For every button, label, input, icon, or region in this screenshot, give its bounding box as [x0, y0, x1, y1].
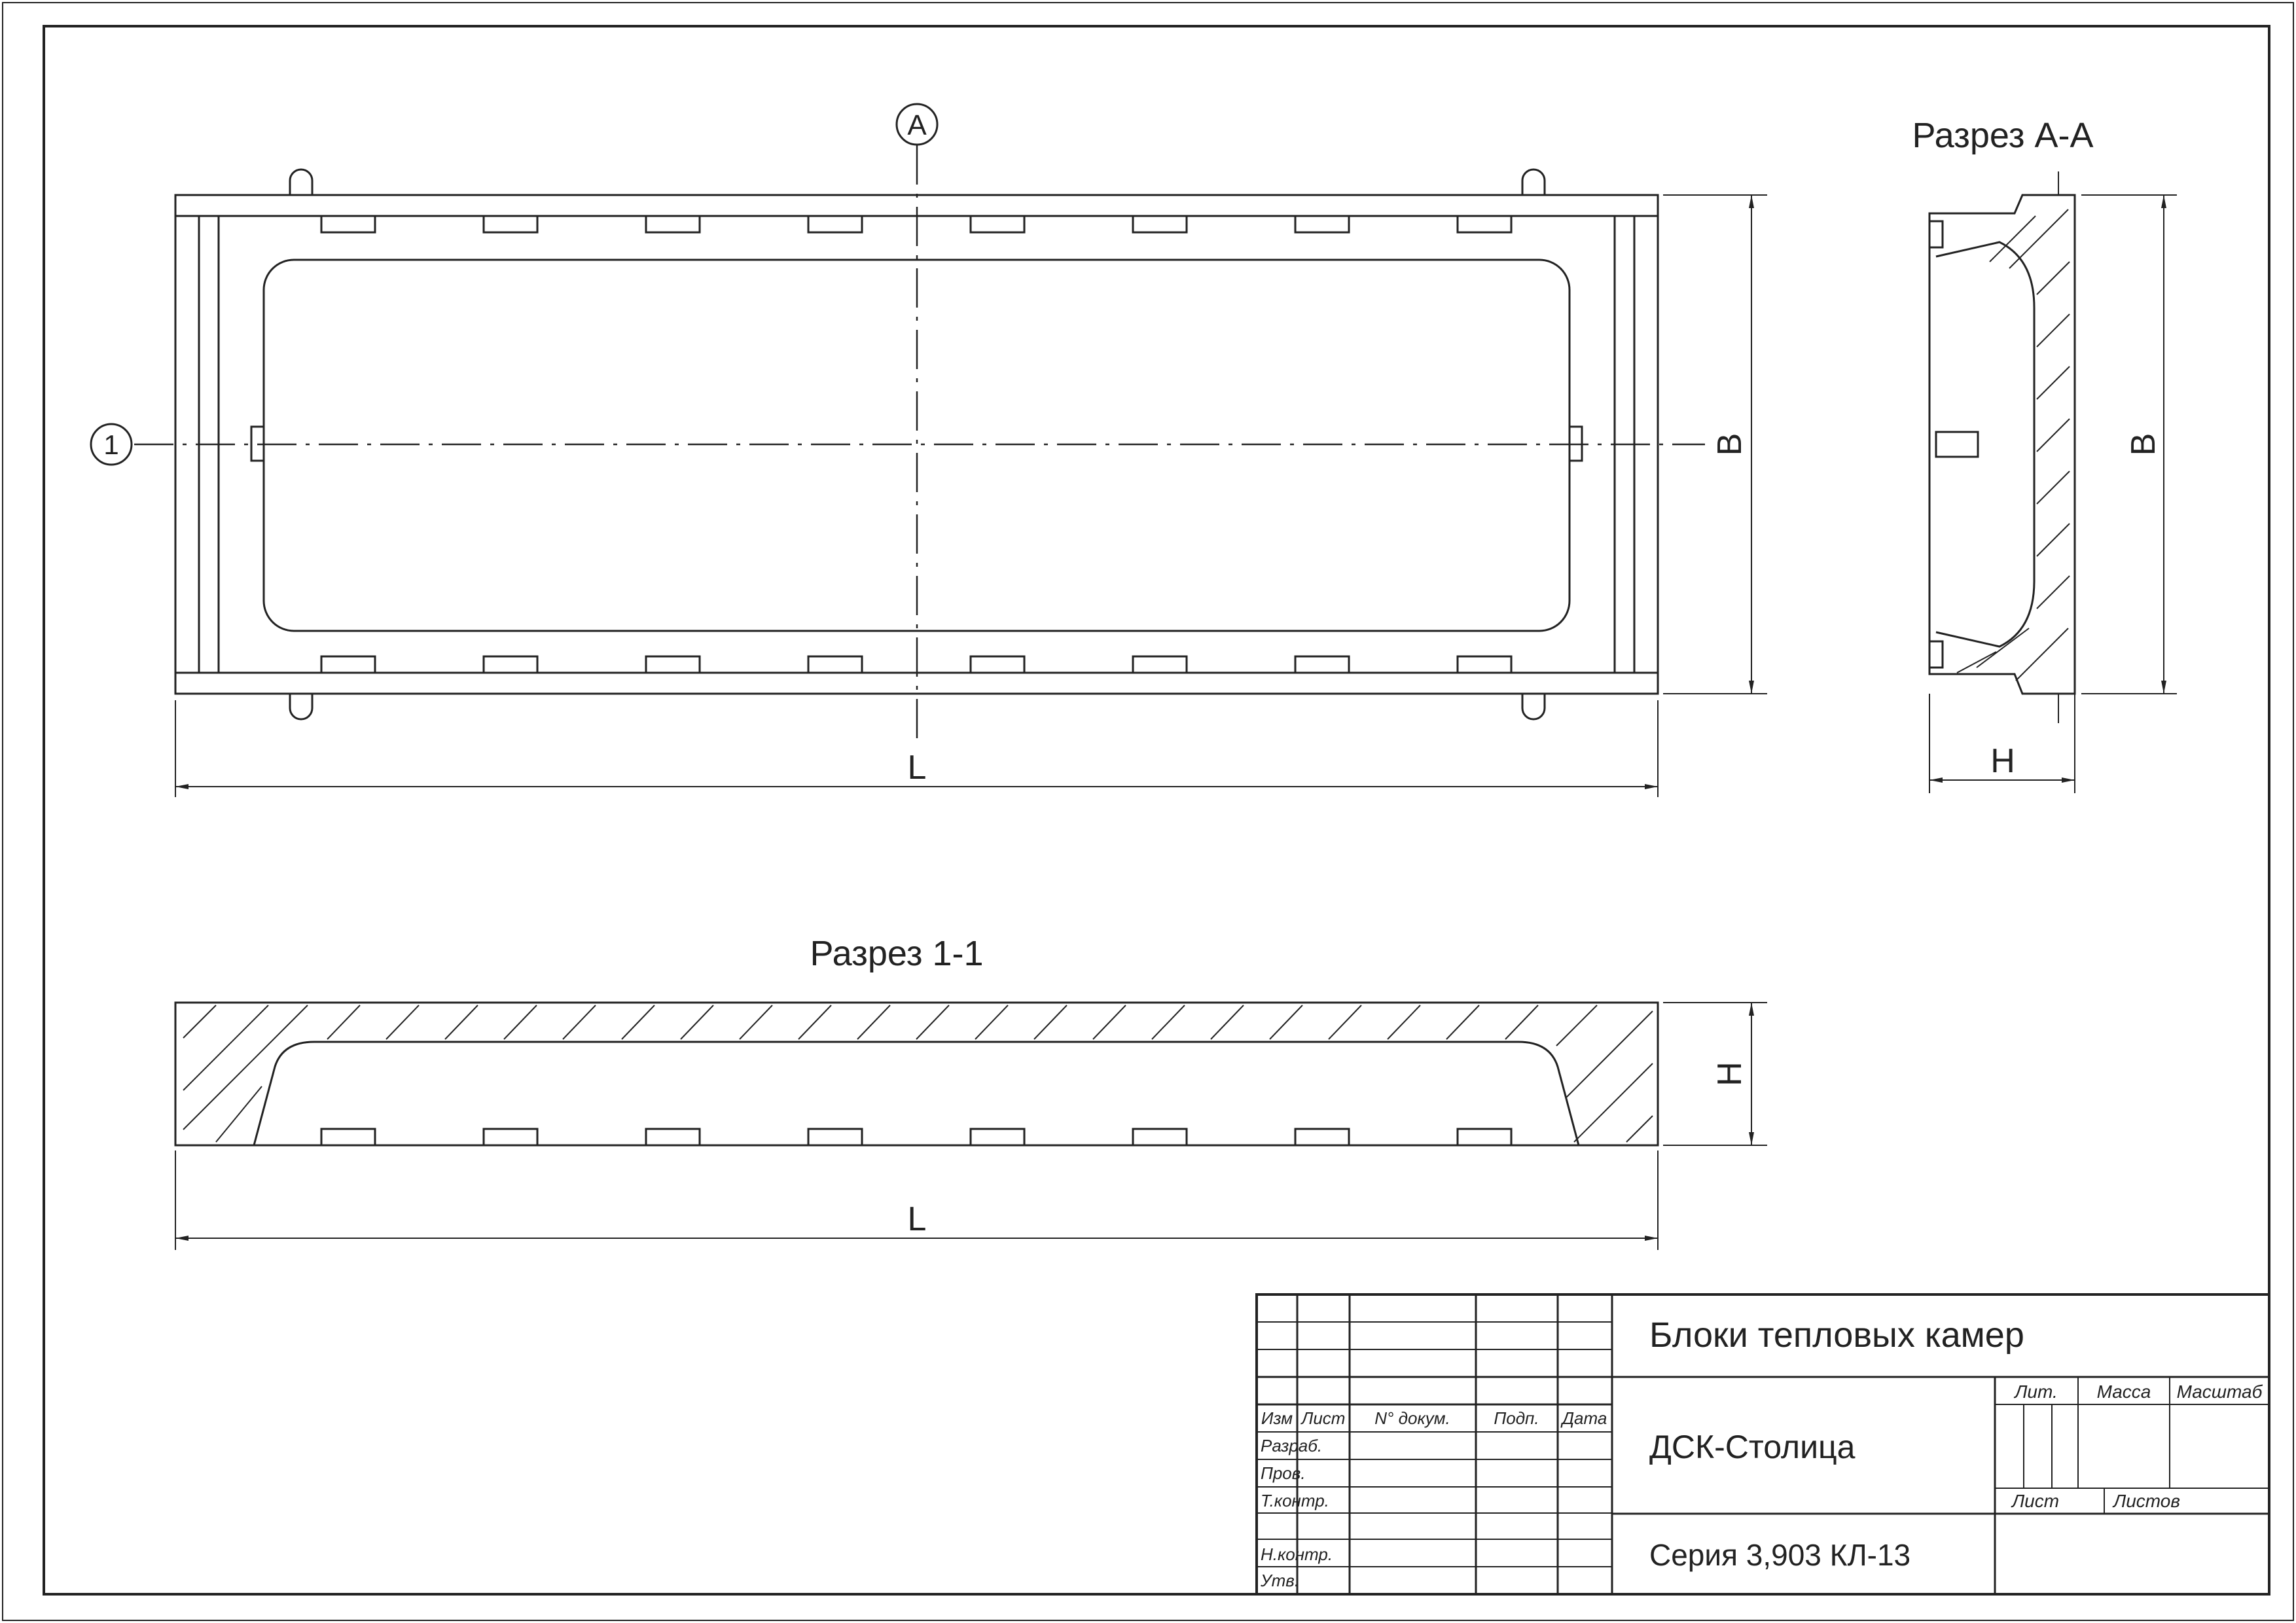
- section-aa-width-label: B: [2125, 433, 2162, 456]
- section-11-title: Разрез 1-1: [810, 934, 983, 973]
- section-aa-hatching: [1956, 209, 2070, 681]
- title-col-date: Дата: [1560, 1408, 1607, 1428]
- section-aa: Разрез А-А B H: [1912, 116, 2177, 793]
- axis-1-label: 1: [103, 429, 118, 460]
- info-lit: Лит.: [2013, 1382, 2058, 1402]
- title-col-sign: Подп.: [1494, 1408, 1539, 1428]
- info-sheet: Лист: [2011, 1491, 2059, 1511]
- section-11-height-label: H: [1711, 1061, 1749, 1086]
- title-block-organization: ДСК-Столица: [1649, 1429, 1856, 1465]
- axis-a-label: A: [907, 109, 927, 141]
- info-scale: Масштаб: [2177, 1382, 2263, 1402]
- section-11-length-label: L: [908, 1200, 927, 1238]
- plan-length-label: L: [908, 749, 927, 787]
- axis-a-marker: [895, 103, 939, 146]
- role-checked: Пров.: [1261, 1463, 1306, 1483]
- role-developed: Разраб.: [1261, 1436, 1322, 1455]
- section-aa-height-label: H: [1990, 742, 2015, 780]
- role-tech-control: Т.контр.: [1261, 1491, 1329, 1510]
- role-norm-control: Н.контр.: [1261, 1544, 1333, 1564]
- title-col-izm: Изм: [1261, 1408, 1293, 1428]
- plan-notches-top: [320, 215, 1513, 234]
- section-aa-outline: [1928, 194, 2076, 695]
- section-11-cavity: [253, 1041, 1580, 1146]
- axis-1-marker: [90, 423, 133, 466]
- title-block-name: Блоки тепловых камер: [1649, 1315, 2024, 1355]
- plan-width-label: B: [1711, 433, 1749, 456]
- section-aa-title: Разрез А-А: [1912, 116, 2093, 155]
- plan-notches-bottom: [320, 655, 1513, 674]
- info-mass: Масса: [2097, 1382, 2151, 1402]
- section-11-notches: [320, 1128, 1513, 1147]
- plan-opening: [262, 259, 1571, 632]
- section-11-outline: [174, 1001, 1659, 1147]
- section-aa-cavity: [1935, 241, 2036, 648]
- title-col-list: Лист: [1300, 1408, 1346, 1428]
- sheet-frame: [43, 25, 2270, 1596]
- info-sheets: Листов: [2112, 1491, 2180, 1511]
- section-11-hatching: [183, 1005, 1653, 1143]
- title-col-doc: N° докум.: [1374, 1408, 1450, 1428]
- role-approved: Утв.: [1260, 1571, 1299, 1590]
- plan-view: 1 A L B: [90, 103, 1767, 797]
- title-block-series: Серия 3,903 КЛ-13: [1649, 1538, 1910, 1572]
- section-11: Разрез 1-1: [174, 934, 1767, 1250]
- title-block: Изм Лист N° докум. Подп. Дата Разраб. Пр…: [1255, 1293, 2270, 1596]
